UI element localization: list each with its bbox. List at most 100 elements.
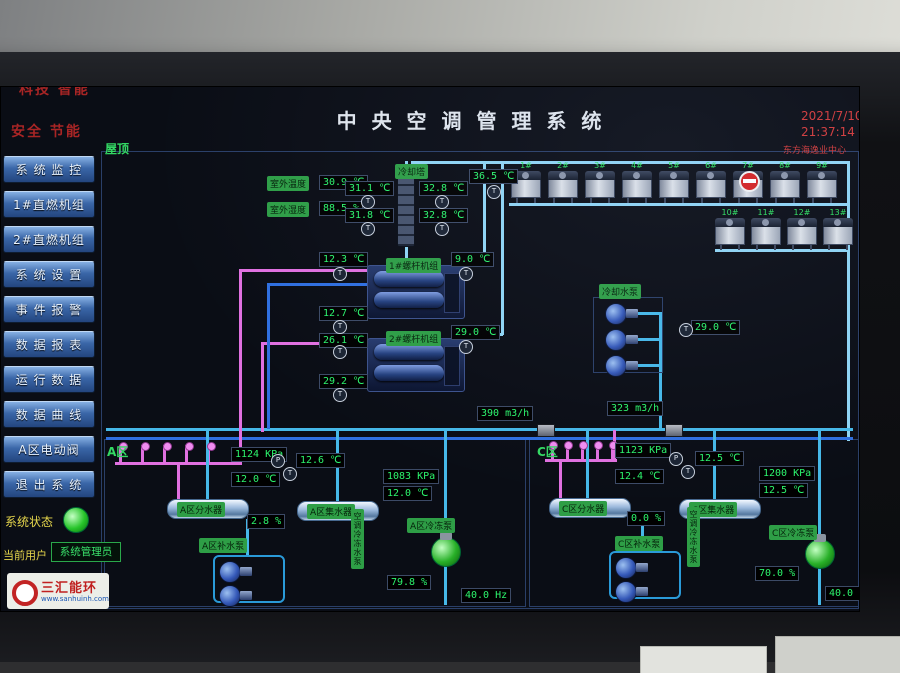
tower-number-label: 6# [705,161,717,170]
valve-icon [119,442,128,451]
equipment-label: 室外温度 [267,176,310,191]
cooling-tower: 10# [715,208,745,250]
sidebar-button[interactable]: 运 行 数 据 [3,366,95,393]
sensor-icon: T [361,195,375,209]
sensor-icon: T [333,320,347,334]
tower-fan-icon [807,171,837,180]
zone-title: C区 [537,445,558,459]
scada-screen: 科技 智能 安全 节能 中 央 空 调 管 理 系 统 2021/7/10 21… [0,86,860,612]
tower-fan-icon [787,218,817,227]
valve-icon [564,441,573,450]
tower-fan-icon [622,171,652,180]
digital-readout: 32.8 ℃ [419,181,469,196]
tower-number-label: 4# [631,161,643,170]
page-title: 中 央 空 调 管 理 系 统 [336,109,606,133]
time-label: 21:37:14 [801,125,855,139]
digital-readout: 0.0 % [627,511,666,526]
valve-icon [141,442,150,451]
sidebar-menu: 系 统 监 控 1#直燃机组 2#直燃机组系 统 设 置事 件 报 警数 据 报 表… [3,156,97,506]
vertical-label: 空调冷冻水泵 [687,507,700,567]
flow-meter-icon [537,424,555,437]
equipment-label: C区补水泵 [615,536,664,551]
vertical-label: 空调冷冻水泵 [351,509,364,569]
tower-number-label: 3# [594,161,606,170]
cooling-tower: 13# [823,208,853,250]
sidebar-button[interactable]: A区电动阀 [3,436,95,463]
equipment-label: 室外湿度 [267,202,310,217]
chiller-unit-2 [367,338,465,392]
desk-item [775,636,900,673]
digital-readout: 12.4 ℃ [615,469,665,484]
cooling-water-header [397,175,415,247]
desk-shadow [0,662,900,673]
tower-fan-icon [511,171,541,180]
sensor-icon: T [361,222,375,236]
tower-fan-icon [659,171,689,180]
zone-title: A区 [107,445,129,459]
sidebar-button[interactable]: 2#直燃机组 [3,226,95,253]
digital-readout: 29.0 ℃ [691,320,741,335]
digital-readout: 12.5 ℃ [695,451,745,466]
sidebar-button[interactable]: 退 出 系 统 [3,471,95,498]
sidebar-button[interactable]: 1#直燃机组 [3,191,95,218]
cooling-tower: 9# [807,161,837,203]
chiller-unit-1 [367,265,465,319]
sensor-icon: T [679,323,693,337]
sensor-icon: T [283,467,297,481]
valve-icon [185,442,194,451]
tower-number-label: 7# [742,161,754,170]
digital-readout: 323 m3/h [607,401,664,416]
valve-icon [207,442,216,451]
sensor-icon: T [333,267,347,281]
tower-number-label: 8# [779,161,791,170]
sensor-icon: T [459,267,473,281]
digital-readout: 12.3 ℃ [319,252,369,267]
digital-readout: 12.0 ℃ [231,472,281,487]
sensor-icon: T [333,388,347,402]
pump-icon [605,329,638,351]
tower-number-label: 2# [557,161,569,170]
pump-icon [605,355,638,377]
cooling-tower: 1# [511,161,541,203]
logo-url: www.sanhuinh.com [41,595,109,603]
digital-readout: 79.8 % [387,575,432,590]
site-name: 东方海逸业中心 [783,146,847,156]
tower-number-label: 13# [829,208,847,217]
tower-number-label: 11# [757,208,775,217]
tower-number-label: 10# [721,208,739,217]
digital-readout: 40.0 Hz [461,588,512,603]
no-entry-icon [739,171,760,192]
equipment-label: C区集水器 [689,502,738,517]
digital-readout: 9.0 ℃ [451,252,495,267]
sidebar-button[interactable]: 数 据 曲 线 [3,401,95,428]
pump-icon [219,561,252,583]
sidebar-button[interactable]: 系 统 设 置 [3,261,95,288]
diagram-border [101,151,859,609]
cooling-tower: 4# [622,161,652,203]
tower-number-label: 1# [520,161,532,170]
logo-ring-icon [12,580,38,606]
pump-icon [219,585,252,607]
tower-fan-icon [715,218,745,227]
tower-fan-icon [823,218,853,227]
sidebar-button[interactable]: 系 统 监 控 [3,156,95,183]
sidebar-button[interactable]: 事 件 报 警 [3,296,95,323]
desk-item [640,646,767,673]
current-user-value: 系统管理员 [51,542,121,562]
digital-readout: 31.8 ℃ [345,208,395,223]
pump-icon [615,557,648,579]
equipment-label: 冷却塔 [395,164,429,179]
cooling-tower: 6# [696,161,726,203]
tower-fan-icon [696,171,726,180]
digital-readout: 12.6 ℃ [296,453,346,468]
slogan-line-2: 安全 节能 [11,124,82,140]
sidebar-button[interactable]: 数 据 报 表 [3,331,95,358]
sensor-icon: T [435,222,449,236]
flow-meter-icon [665,424,683,437]
tower-number-label: 9# [816,161,828,170]
tower-fan-icon [585,171,615,180]
cooling-tower: 8# [770,161,800,203]
valve-icon [163,442,172,451]
cooling-tower: 5# [659,161,689,203]
equipment-label: A区冷冻泵 [407,518,456,533]
